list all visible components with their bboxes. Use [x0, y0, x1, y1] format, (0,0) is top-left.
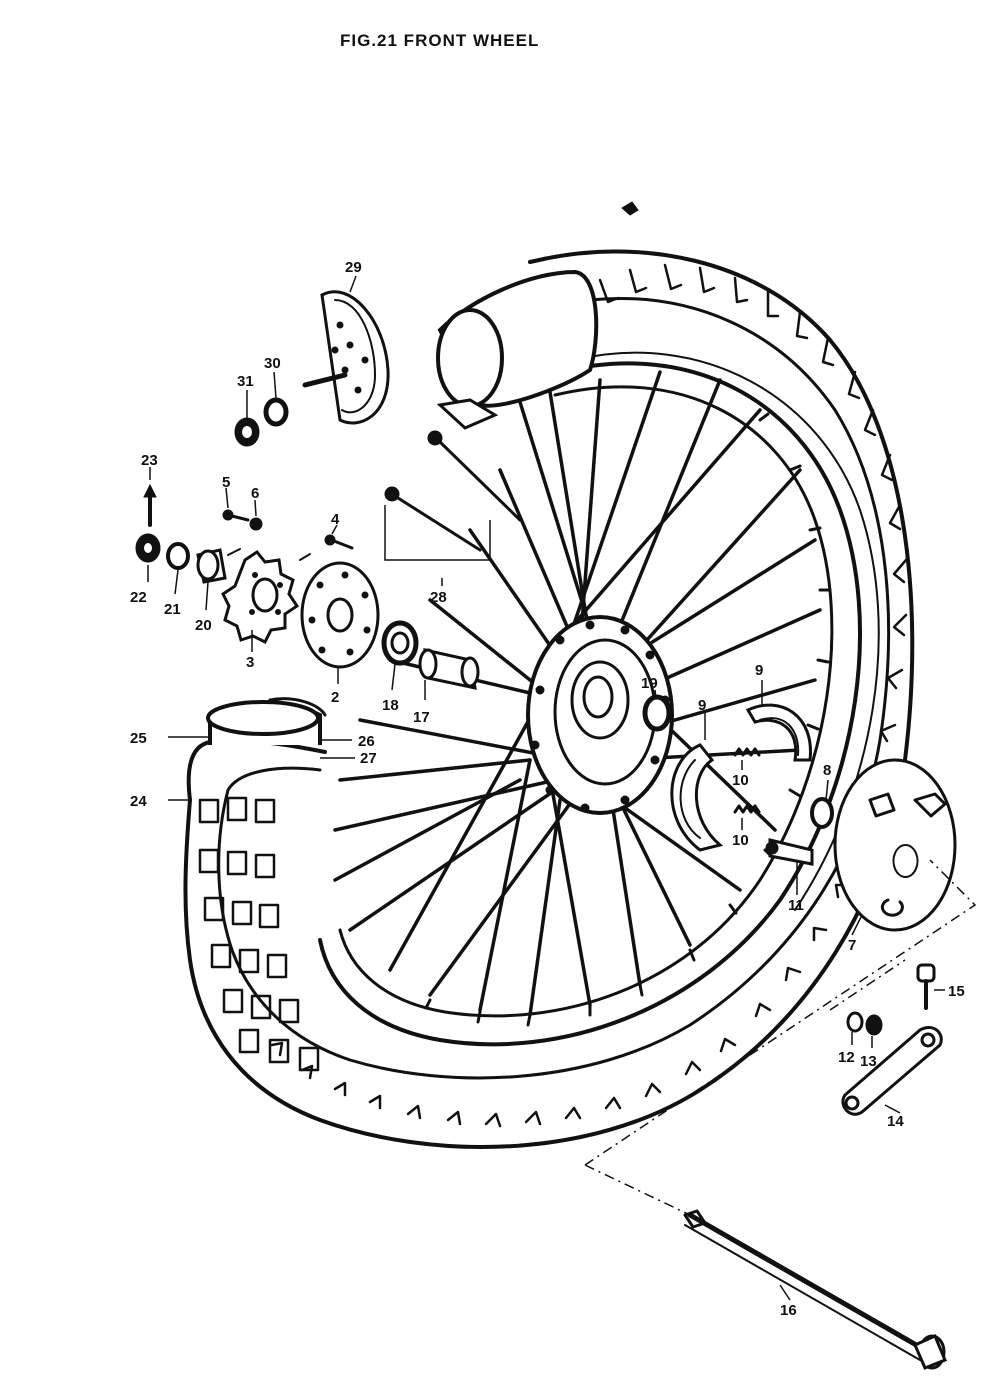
- bolt-5: [222, 509, 250, 522]
- part-labels: 2 3 4 5 6 7 8 9 9 10 10 11 12 13 14 15 1…: [130, 259, 965, 1319]
- brake-cam-11: [765, 838, 814, 866]
- brake-panel-7: [833, 758, 957, 932]
- label-12: 12: [838, 1049, 855, 1066]
- label-28: 28: [430, 589, 447, 606]
- inner-tube: [436, 269, 599, 430]
- label-20: 20: [195, 617, 212, 634]
- spoke-set: [384, 430, 522, 561]
- label-8: 8: [823, 762, 831, 779]
- label-16: 16: [780, 1302, 797, 1319]
- label-25: 25: [130, 730, 147, 747]
- collar-20: [196, 548, 227, 584]
- label-15: 15: [948, 983, 965, 1000]
- label-3: 3: [246, 654, 254, 671]
- spacer-17: [418, 648, 480, 690]
- sprocket-3: [221, 548, 311, 645]
- label-2: 2: [331, 689, 339, 706]
- label-14: 14: [887, 1113, 904, 1130]
- bolt-4: [324, 534, 354, 550]
- leader-lines: [147, 275, 945, 1301]
- brake-shoe-lower: [670, 743, 724, 852]
- figure-title: FIG.21 FRONT WHEEL: [340, 31, 539, 50]
- nut-13: [865, 1014, 883, 1036]
- label-11: 11: [788, 897, 804, 914]
- bearing-18: [381, 620, 419, 666]
- label-22: 22: [130, 589, 147, 606]
- label-9-lower: 9: [698, 697, 706, 714]
- washer-30: [263, 397, 289, 427]
- label-29: 29: [345, 259, 362, 276]
- label-24: 24: [130, 793, 147, 810]
- spring-upper: [733, 747, 761, 757]
- washer-21: [166, 542, 190, 570]
- bolt-23: [143, 483, 157, 527]
- label-7: 7: [848, 937, 856, 954]
- brake-arm-14: [841, 1026, 943, 1116]
- seal-8: [810, 797, 834, 829]
- bearing-19: [642, 694, 672, 732]
- nut-22: [135, 533, 161, 563]
- bolt-15: [916, 963, 936, 1010]
- label-4: 4: [331, 511, 340, 528]
- tire: [183, 249, 915, 1150]
- rim-band: [206, 697, 327, 745]
- label-23: 23: [141, 452, 158, 469]
- label-13: 13: [860, 1053, 877, 1070]
- brake-shoe-upper: [745, 703, 812, 762]
- axle-16: [683, 1209, 947, 1370]
- stray-mark: [621, 201, 639, 216]
- label-21: 21: [164, 601, 181, 618]
- nut-6: [249, 517, 263, 531]
- label-19: 19: [641, 675, 658, 692]
- label-27: 27: [360, 750, 377, 767]
- label-30: 30: [264, 355, 281, 372]
- hub-dust-cover: [302, 290, 390, 425]
- label-10-lower: 10: [732, 832, 749, 849]
- washer-12: [846, 1011, 864, 1033]
- spring-lower: [733, 804, 761, 814]
- nut-31: [234, 417, 260, 447]
- label-17: 17: [413, 709, 430, 726]
- label-6: 6: [251, 485, 259, 502]
- label-5: 5: [222, 474, 230, 491]
- carrier-2: [300, 561, 380, 669]
- label-18: 18: [382, 697, 399, 714]
- label-10-upper: 10: [732, 772, 749, 789]
- label-31: 31: [237, 373, 254, 390]
- label-9-upper: 9: [755, 662, 763, 679]
- hub: [526, 615, 674, 815]
- label-26: 26: [358, 733, 375, 750]
